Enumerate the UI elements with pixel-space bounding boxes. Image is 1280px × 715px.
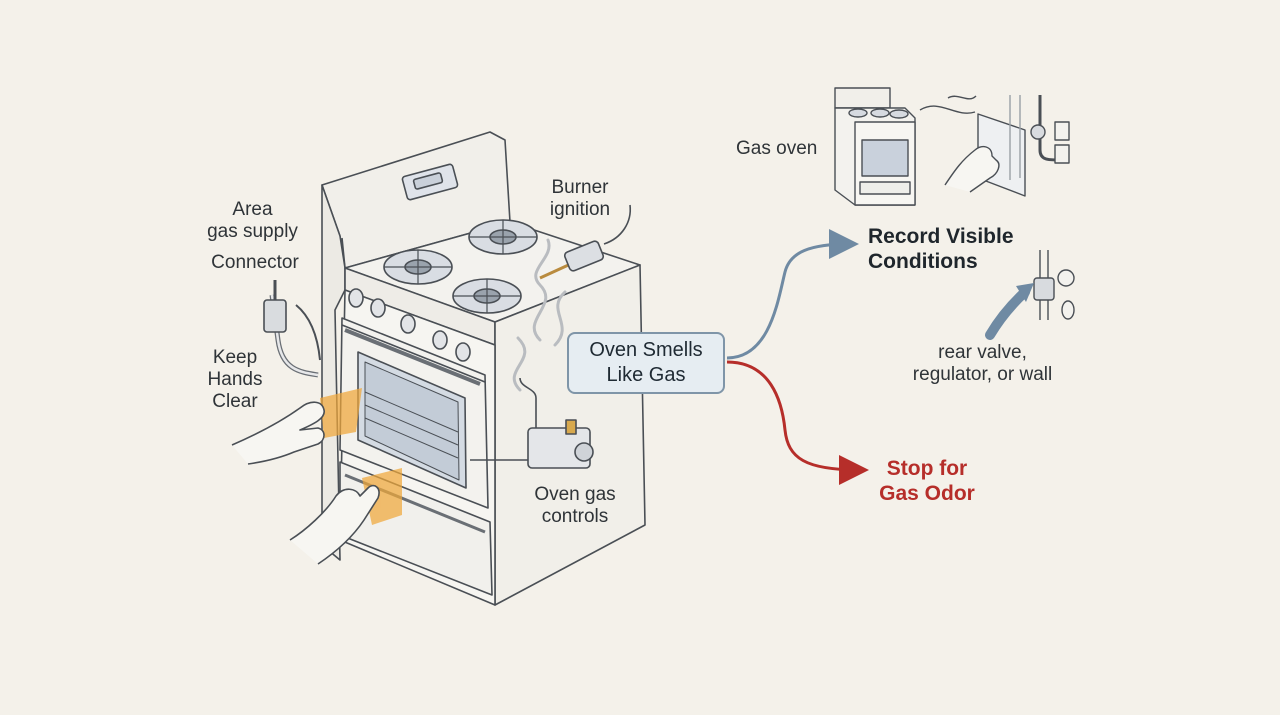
burner-ignition-label: Burner ignition bbox=[549, 177, 611, 220]
connector-label: Connector bbox=[211, 252, 299, 273]
flow-arrow-stop bbox=[726, 360, 869, 485]
rear-valve-label: rear valve, regulator, or wall bbox=[912, 342, 1053, 385]
caution-zones bbox=[320, 388, 402, 525]
keep-hands-clear-label: Keep Hands Clear bbox=[207, 347, 263, 412]
flow-arrow-record bbox=[726, 229, 859, 360]
rear-valve-pointer bbox=[985, 287, 1030, 340]
oven-gas-controls-label: Oven gas controls bbox=[534, 484, 616, 527]
gas-odor-wisps bbox=[512, 238, 567, 392]
rear-valve-illustration bbox=[1033, 250, 1075, 320]
gas-oven-label: Gas oven bbox=[736, 138, 818, 159]
stop-for-gas-odor-label: Stop for Gas Odor bbox=[879, 457, 975, 505]
record-visible-conditions-label: Record Visible Conditions bbox=[868, 225, 1014, 273]
oven-smells-like-gas-box: Oven Smells Like Gas bbox=[567, 332, 725, 394]
area-gas-supply-label: Area gas supply bbox=[207, 199, 298, 242]
small-gas-oven-illustration bbox=[834, 87, 1070, 206]
hand-icons bbox=[231, 401, 380, 565]
